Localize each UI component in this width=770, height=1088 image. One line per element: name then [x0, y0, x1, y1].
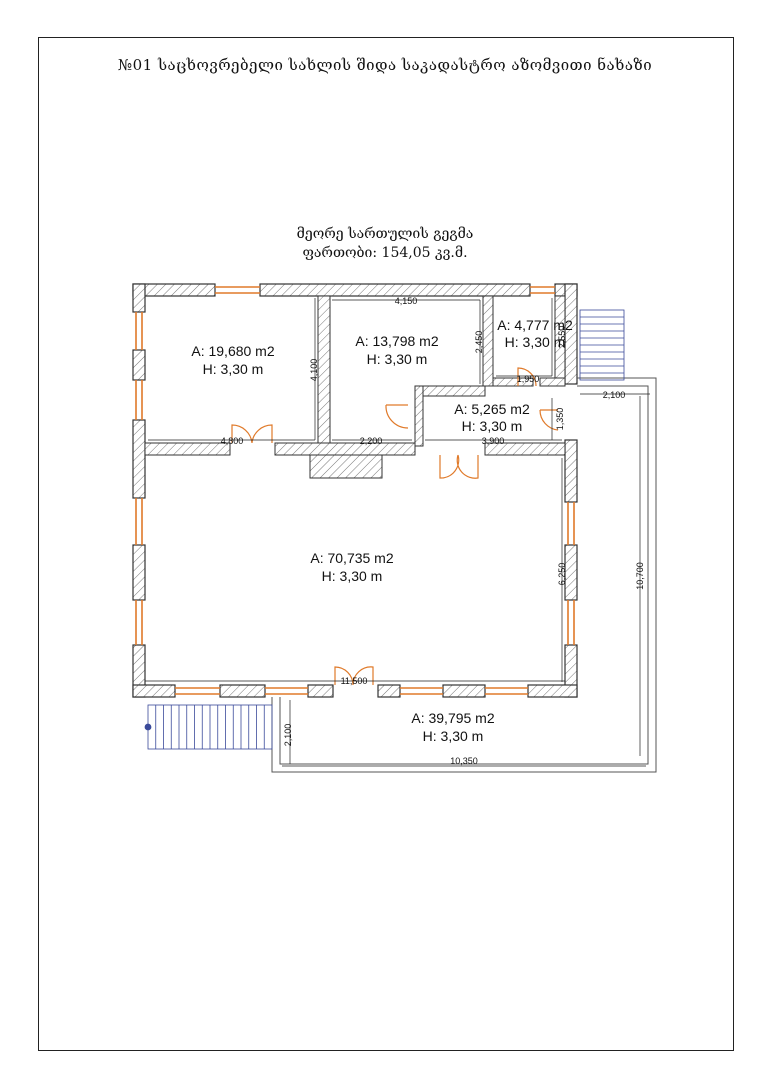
window-left-1 — [135, 312, 143, 350]
dimension-lines — [145, 298, 650, 767]
door-room2 — [385, 404, 409, 429]
dim-10700: 10,700 — [635, 562, 645, 590]
stairs-left — [144, 704, 273, 750]
room-6-height: H: 3,30 m — [423, 728, 484, 744]
dim-2550: 2,550 — [557, 326, 567, 349]
window-top-1 — [215, 286, 260, 294]
window-left-4 — [135, 600, 143, 645]
wall-right-2 — [564, 439, 578, 503]
room-2-area: A: 13,798 m2 — [355, 333, 438, 349]
wall-left-2 — [132, 349, 146, 381]
drawing-frame — [38, 37, 734, 1051]
dim-4150: 4,150 — [395, 296, 418, 306]
wall-bottom-3 — [307, 684, 334, 698]
wall-int-v4 — [414, 385, 424, 447]
room-4-area: A: 5,265 m2 — [454, 401, 530, 417]
wall-bottom-6 — [527, 684, 578, 698]
window-left-2 — [135, 380, 143, 420]
wall-bottom-2 — [219, 684, 266, 698]
window-left-3 — [135, 498, 143, 545]
doors — [231, 367, 559, 686]
window-bottom-2 — [265, 687, 308, 695]
wall-top-2 — [259, 283, 531, 297]
window-top-2 — [530, 286, 555, 294]
door-bottom — [334, 666, 374, 686]
room-3-area: A: 4,777 m2 — [497, 317, 573, 333]
room-1-area: A: 19,680 m2 — [191, 343, 274, 359]
plan-title: მეორე სართულის გეგმა — [296, 226, 474, 242]
dim-1350: 1,350 — [555, 408, 565, 431]
dim-4100: 4,100 — [309, 359, 319, 382]
window-right-1 — [567, 502, 575, 545]
dim-10350: 10,350 — [450, 756, 478, 766]
wall-int-v1 — [317, 295, 331, 447]
dim-4800: 4,800 — [221, 436, 244, 446]
wall-bottom-1 — [132, 684, 176, 698]
outer-walls — [132, 283, 578, 698]
door-hall-right — [539, 409, 559, 431]
room-5-area: A: 70,735 m2 — [310, 550, 393, 566]
room-1-height: H: 3,30 m — [203, 361, 264, 377]
dim-11500: 11,500 — [341, 676, 368, 686]
wall-int-h2 — [274, 442, 416, 456]
dim-2450: 2,450 — [474, 331, 484, 354]
wall-int-h1 — [144, 442, 231, 456]
window-right-2 — [567, 600, 575, 645]
room-4-height: H: 3,30 m — [462, 418, 523, 434]
room-5-height: H: 3,30 m — [322, 568, 383, 584]
wall-left-3 — [132, 419, 146, 499]
balcony-inner — [279, 385, 649, 765]
window-bottom-1 — [175, 687, 220, 695]
stairs-left-arrow-dot — [144, 723, 152, 731]
wall-int-v2 — [482, 295, 494, 387]
dim-2100-top: 2,100 — [603, 390, 626, 400]
wall-right-3 — [564, 544, 578, 601]
plan-area-text: ფართობი: 154,05 კვ.მ. — [302, 245, 468, 261]
wall-int-block1 — [309, 454, 383, 479]
dimension-labels: 4,150 2,450 4,100 4,800 2,200 3,900 1,95… — [221, 296, 645, 766]
windows — [135, 286, 575, 695]
wall-int-h4 — [414, 385, 486, 397]
dim-3900: 3,900 — [482, 436, 505, 446]
room-2-height: H: 3,30 m — [367, 351, 428, 367]
wall-bottom-4 — [377, 684, 401, 698]
wall-int-h5 — [492, 377, 534, 387]
room-3-height: H: 3,30 m — [505, 334, 566, 350]
window-bottom-3 — [400, 687, 443, 695]
interior-walls — [144, 295, 566, 479]
door-main — [439, 454, 479, 479]
dim-2200: 2,200 — [360, 436, 383, 446]
document-title: №01 საცხოვრებელი სახლის შიდა საკადასტრო … — [117, 56, 653, 74]
dim-1950: 1,950 — [517, 374, 540, 384]
wall-int-h6 — [539, 377, 566, 387]
room-labels: A: 19,680 m2 H: 3,30 m A: 13,798 m2 H: 3… — [191, 317, 573, 744]
dim-2100-left: 2,100 — [283, 724, 293, 747]
room-6-area: A: 39,795 m2 — [411, 710, 494, 726]
dim-6250: 6,250 — [557, 563, 567, 586]
stairs-right — [579, 309, 625, 381]
wall-bottom-5 — [442, 684, 486, 698]
window-bottom-4 — [485, 687, 528, 695]
wall-int-h3 — [484, 442, 566, 456]
door-room3 — [517, 367, 537, 387]
wall-left-1 — [132, 283, 146, 313]
wall-left-4 — [132, 544, 146, 601]
